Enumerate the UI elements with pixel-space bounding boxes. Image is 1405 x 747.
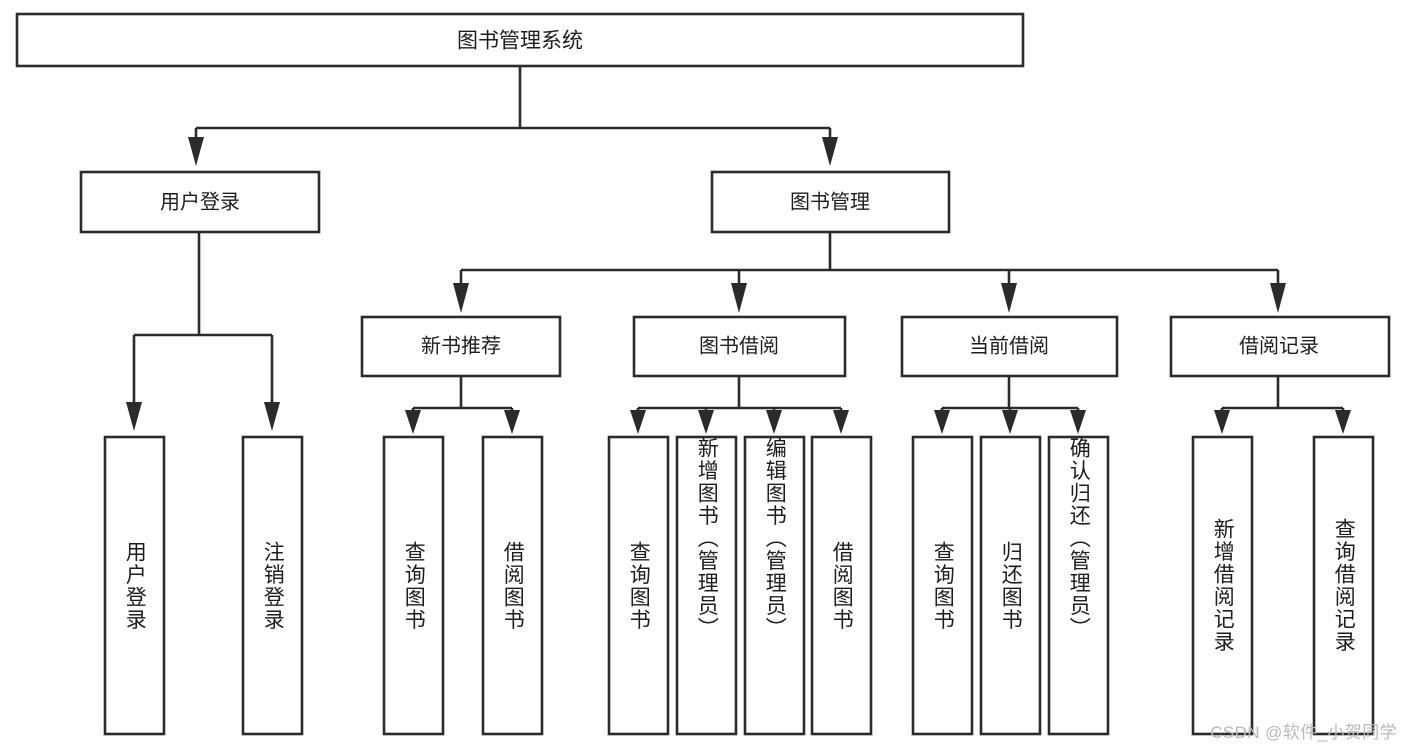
arrowhead-new-book-rec: [453, 283, 469, 313]
arrowhead-leaf-query-book-3: [934, 410, 950, 434]
label-new-book-rec: 新书推荐: [421, 334, 501, 357]
node-leaf-return-book[interactable]: [979, 435, 1042, 736]
node-root[interactable]: [15, 12, 1025, 68]
arrowhead-user-login: [188, 137, 204, 166]
label-book-manage: 图书管理: [790, 190, 870, 213]
node-leaf-user-login[interactable]: [103, 435, 166, 736]
label-borrow-record: 借阅记录: [1239, 334, 1319, 357]
edge-group-borrow-record: [1214, 376, 1351, 434]
arrowhead-leaf-query-book-1: [405, 410, 421, 434]
label-root: 图书管理系统: [457, 30, 583, 53]
node-leaf-edit-book[interactable]: [743, 435, 806, 736]
edge-group-current-borrow: [934, 376, 1086, 434]
node-leaf-query-record[interactable]: [1312, 435, 1375, 736]
node-current-borrow[interactable]: [900, 315, 1119, 378]
edge-group-new-book-rec: [405, 376, 520, 434]
edge-group-book-manage: [453, 232, 1286, 313]
watermark-text: CSDN @软件_小贺同学: [1210, 723, 1397, 742]
label-current-borrow: 当前借阅: [969, 334, 1049, 357]
arrowhead-leaf-user-login: [126, 402, 142, 431]
arrowhead-leaf-borrow-book-1: [504, 410, 520, 434]
node-leaf-borrow-book-1[interactable]: [481, 435, 544, 736]
arrowhead-book-borrow: [731, 283, 747, 313]
arrowhead-leaf-query-record: [1335, 410, 1351, 434]
node-leaf-query-book-2[interactable]: [607, 435, 670, 736]
node-borrow-record[interactable]: [1169, 315, 1391, 378]
node-leaf-add-record[interactable]: [1191, 435, 1254, 736]
arrowhead-leaf-confirm-return: [1070, 410, 1086, 434]
node-leaf-query-book-1[interactable]: [382, 435, 445, 736]
node-leaf-borrow-book-2[interactable]: [810, 435, 873, 736]
node-leaf-confirm-return[interactable]: [1047, 435, 1110, 736]
node-book-manage[interactable]: [710, 170, 951, 234]
label-book-borrow: 图书借阅: [699, 334, 779, 357]
edge-group-user-login: [126, 232, 280, 431]
node-leaf-query-book-3[interactable]: [911, 435, 974, 736]
node-book-borrow[interactable]: [632, 315, 847, 378]
arrowhead-leaf-return-book: [1002, 410, 1018, 434]
arrowhead-current-borrow: [1001, 283, 1017, 313]
arrowhead-leaf-add-book: [698, 410, 714, 434]
arrowhead-leaf-query-book-2: [630, 410, 646, 434]
edge-group-root: [188, 66, 838, 166]
arrowhead-leaf-user-logout: [264, 402, 280, 431]
arrowhead-leaf-edit-book: [766, 410, 782, 434]
node-user-login[interactable]: [79, 170, 321, 234]
node-leaf-add-book[interactable]: [675, 435, 738, 736]
arrowhead-borrow-record: [1270, 283, 1286, 313]
label-user-login: 用户登录: [160, 190, 240, 213]
arrowhead-book-manage: [822, 137, 838, 166]
arrowhead-leaf-add-record: [1214, 410, 1230, 434]
arrowhead-leaf-borrow-book-2: [833, 410, 849, 434]
edge-group-book-borrow: [630, 376, 849, 434]
node-leaf-user-logout[interactable]: [241, 435, 304, 736]
node-new-book-rec[interactable]: [360, 315, 562, 378]
